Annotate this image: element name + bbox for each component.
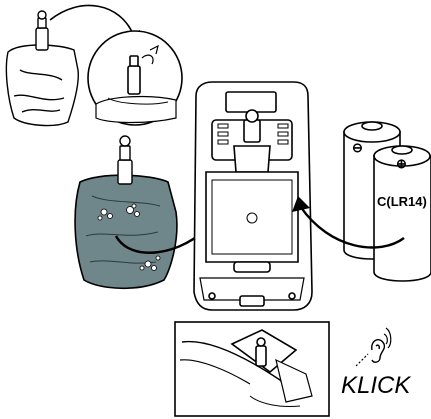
refill-bag-small (6, 11, 78, 125)
dispenser-housing (194, 82, 312, 310)
curved-arrow-icon (50, 5, 134, 36)
sound-label: KLICK (341, 372, 411, 399)
click-closeup-inset (175, 322, 329, 416)
ear-icon (372, 340, 385, 362)
battery-plus-symbol: ⊕ (396, 156, 407, 171)
cap-removal-inset (88, 31, 182, 125)
sound-wave-icon (356, 328, 391, 366)
battery-label: C(LR14) (377, 194, 427, 209)
refill-bag-large (75, 136, 177, 288)
battery-minus-symbol: ⊖ (352, 140, 363, 155)
